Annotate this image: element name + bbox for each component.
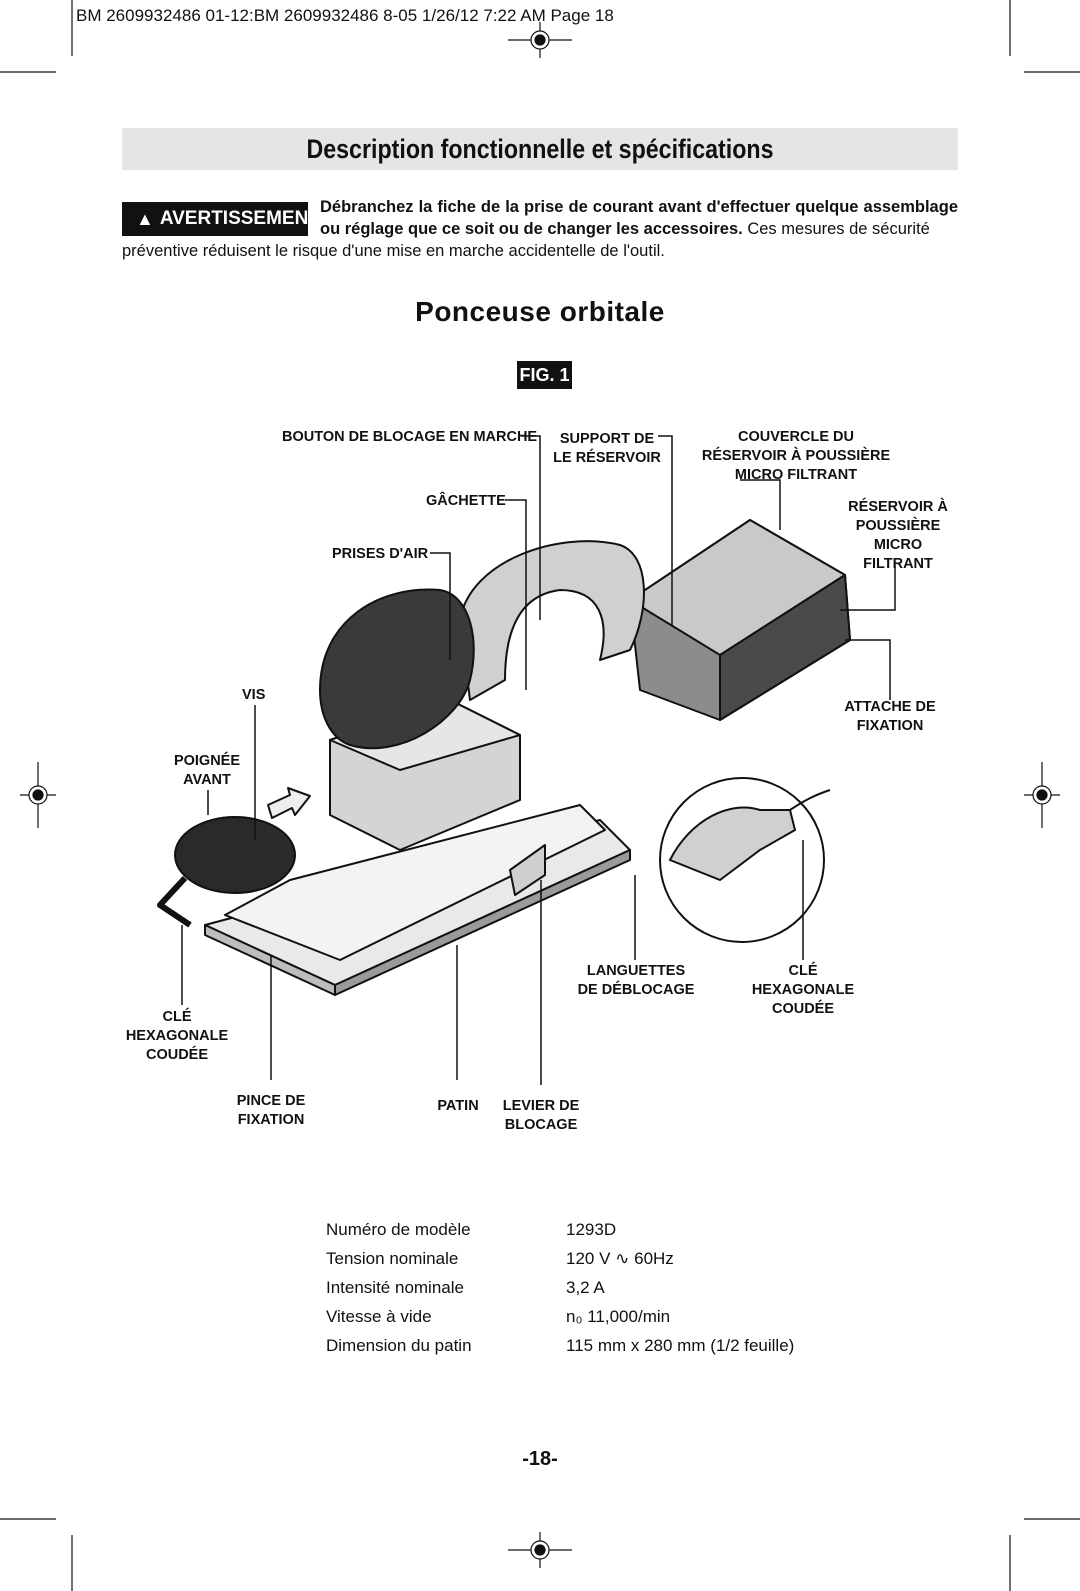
spec-label: Vitesse à vide	[326, 1307, 432, 1326]
front-dome	[319, 588, 475, 750]
spec-value: n₀ 11,000/min	[566, 1307, 671, 1326]
page-title: Description fonctionnelle et spécificati…	[306, 134, 774, 164]
callout-couvercle-line3: MICRO FILTRANT	[734, 467, 858, 483]
section-subtitle: Ponceuse orbitale	[415, 296, 665, 327]
spec-label: Intensité nominale	[326, 1278, 464, 1297]
spec-row: Numéro de modèle 1293D	[326, 1215, 826, 1244]
callout-pince-line1: PINCE DE	[236, 1093, 306, 1109]
warning-text-line1: Ces mesures de sécurité	[747, 220, 930, 238]
warning-text: Débranchez la fiche de la prise de coura…	[320, 196, 958, 240]
warning-badge-label: AVERTISSEMENT	[159, 208, 320, 229]
callout-attache-line2: FIXATION	[856, 718, 924, 734]
registration-mark-left	[20, 762, 56, 828]
callout-pince: PINCE DE FIXATION	[230, 1092, 312, 1130]
callout-patin: PATIN	[437, 1098, 479, 1114]
callout-cle-left-line3: COUDÉE	[145, 1047, 209, 1063]
title-bar: Description fonctionnelle et spécificati…	[122, 128, 958, 170]
callout-cle-left-line2: HEXAGONALE	[125, 1028, 229, 1044]
callout-levier: LEVIER DE BLOCAGE	[500, 1097, 582, 1135]
callout-languettes-line1: LANGUETTES	[586, 963, 686, 979]
callout-cle-right: CLÉ HEXAGONALE COUDÉE	[748, 962, 858, 1019]
callout-couvercle: COUVERCLE DU RÉSERVOIR À POUSSIÈRE MICRO…	[698, 428, 894, 485]
clamp-lever	[509, 844, 546, 896]
spec-label: Tension nominale	[326, 1249, 459, 1268]
callout-reservoir-line4: FILTRANT	[863, 556, 933, 572]
spec-label: Dimension du patin	[326, 1336, 472, 1355]
callout-poignee: POIGNÉE AVANT	[162, 752, 252, 790]
warning-icon: ▲	[136, 209, 154, 229]
callout-vis: VIS	[242, 687, 266, 703]
callout-reservoir-line1: RÉSERVOIR À	[848, 499, 948, 515]
registration-mark-top	[508, 22, 572, 58]
arrow-icon	[267, 787, 311, 819]
callout-support-line2: LE RÉSERVOIR	[553, 450, 661, 466]
spec-label: Numéro de modèle	[326, 1220, 471, 1239]
spec-value: 3,2 A	[566, 1278, 605, 1297]
figure-label: FIG. 1	[517, 361, 572, 389]
callout-levier-line2: BLOCAGE	[504, 1117, 578, 1133]
page-number: -18-	[522, 1448, 558, 1470]
callout-attache-line1: ATTACHE DE	[844, 699, 936, 715]
callout-support-line1: SUPPORT DE	[559, 431, 655, 447]
spec-row: Dimension du patin 115 mm x 280 mm (1/2 …	[326, 1331, 826, 1360]
callout-support: SUPPORT DE LE RÉSERVOIR	[547, 430, 667, 468]
callout-cle-left: CLÉ HEXAGONALE COUDÉE	[122, 1008, 232, 1065]
spec-row: Tension nominale 120 V ∿ 60Hz	[326, 1244, 826, 1273]
callout-poignee-line2: AVANT	[183, 772, 231, 788]
hex-key	[157, 875, 192, 928]
callout-levier-line1: LEVIER DE	[502, 1098, 580, 1114]
callout-reservoir-line3: MICRO	[873, 537, 923, 553]
callout-languettes: LANGUETTES DE DÉBLOCAGE	[574, 962, 698, 1000]
spec-value: 115 mm x 280 mm (1/2 feuille)	[566, 1336, 795, 1355]
warning-bold-text: Débranchez la fiche de la prise de coura…	[320, 198, 958, 238]
callout-couvercle-line2: RÉSERVOIR À POUSSIÈRE	[701, 448, 891, 464]
callout-poignee-line1: POIGNÉE	[173, 753, 241, 769]
callout-languettes-line2: DE DÉBLOCAGE	[577, 982, 695, 998]
callout-reservoir-line2: POUSSIÈRE	[855, 518, 941, 534]
registration-mark-right	[1024, 762, 1060, 828]
spec-row: Intensité nominale 3,2 A	[326, 1273, 826, 1302]
callout-prises: PRISES D'AIR	[332, 546, 429, 562]
callout-cle-left-line1: CLÉ	[162, 1009, 192, 1025]
callout-bouton: BOUTON DE BLOCAGE EN MARCHE	[282, 429, 538, 445]
callout-pince-line2: FIXATION	[237, 1112, 305, 1128]
warning-badge: ▲ AVERTISSEMENT	[122, 202, 320, 236]
callout-cle-right-line1: CLÉ	[788, 963, 818, 979]
spec-row: Vitesse à vide n₀ 11,000/min	[326, 1302, 826, 1331]
callout-cle-right-line3: COUDÉE	[771, 1001, 835, 1017]
callout-reservoir: RÉSERVOIR À POUSSIÈRE MICRO FILTRANT	[838, 498, 958, 574]
spec-value: 1293D	[566, 1220, 617, 1239]
front-handle	[174, 816, 296, 894]
warning-text-line2: préventive réduisent le risque d'une mis…	[122, 242, 665, 260]
callout-cle-right-line2: HEXAGONALE	[751, 982, 855, 998]
registration-mark-bottom	[508, 1532, 572, 1568]
callout-gachette: GÂCHETTE	[426, 493, 506, 509]
spec-table: Numéro de modèle 1293D Tension nominale …	[326, 1215, 826, 1360]
base-plate	[224, 804, 606, 961]
spec-value: 120 V ∿ 60Hz	[566, 1249, 674, 1268]
callout-couvercle-line1: COUVERCLE DU	[737, 429, 854, 445]
callout-attache: ATTACHE DE FIXATION	[826, 698, 954, 736]
rear-handle	[459, 540, 645, 701]
print-header: BM 2609932486 01-12:BM 2609932486 8-05 1…	[76, 6, 614, 25]
